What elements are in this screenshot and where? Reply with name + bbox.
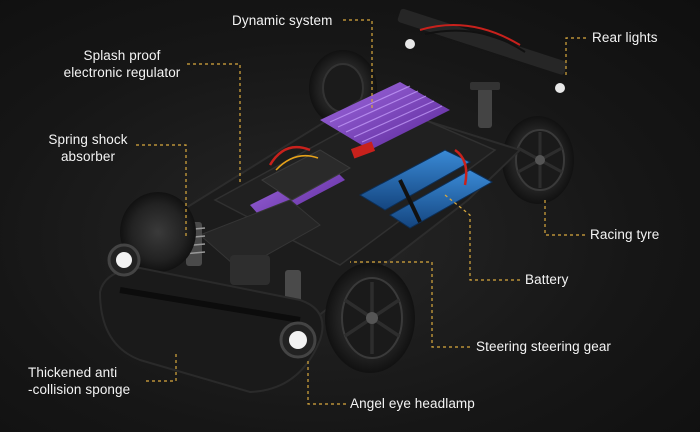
rear-light-bar: [397, 8, 567, 93]
label-battery: Battery: [525, 272, 569, 287]
battery-pack: [358, 148, 494, 229]
label-steering-gear: Steering steering gear: [476, 339, 612, 354]
headlamp-right: [279, 321, 317, 359]
label-racing-tyre: Racing tyre: [590, 227, 660, 242]
label-thickened-sponge: Thickened anti -collision sponge: [28, 365, 131, 397]
front-bulkhead: [199, 199, 321, 285]
rear-shock: [470, 82, 500, 128]
label-rear-lights: Rear lights: [592, 30, 658, 45]
headlamp-left: [107, 243, 141, 277]
esc-box: [261, 141, 376, 201]
rear-right-tyre: [502, 116, 574, 204]
label-splash-proof-regulator: Splash proof electronic regulator: [63, 48, 181, 80]
label-dynamic-system: Dynamic system: [232, 13, 333, 28]
label-angel-eye-headlamp: Angel eye headlamp: [350, 396, 475, 411]
front-right-tyre: [325, 263, 415, 373]
label-spring-shock-absorber: Spring shock absorber: [48, 132, 128, 164]
